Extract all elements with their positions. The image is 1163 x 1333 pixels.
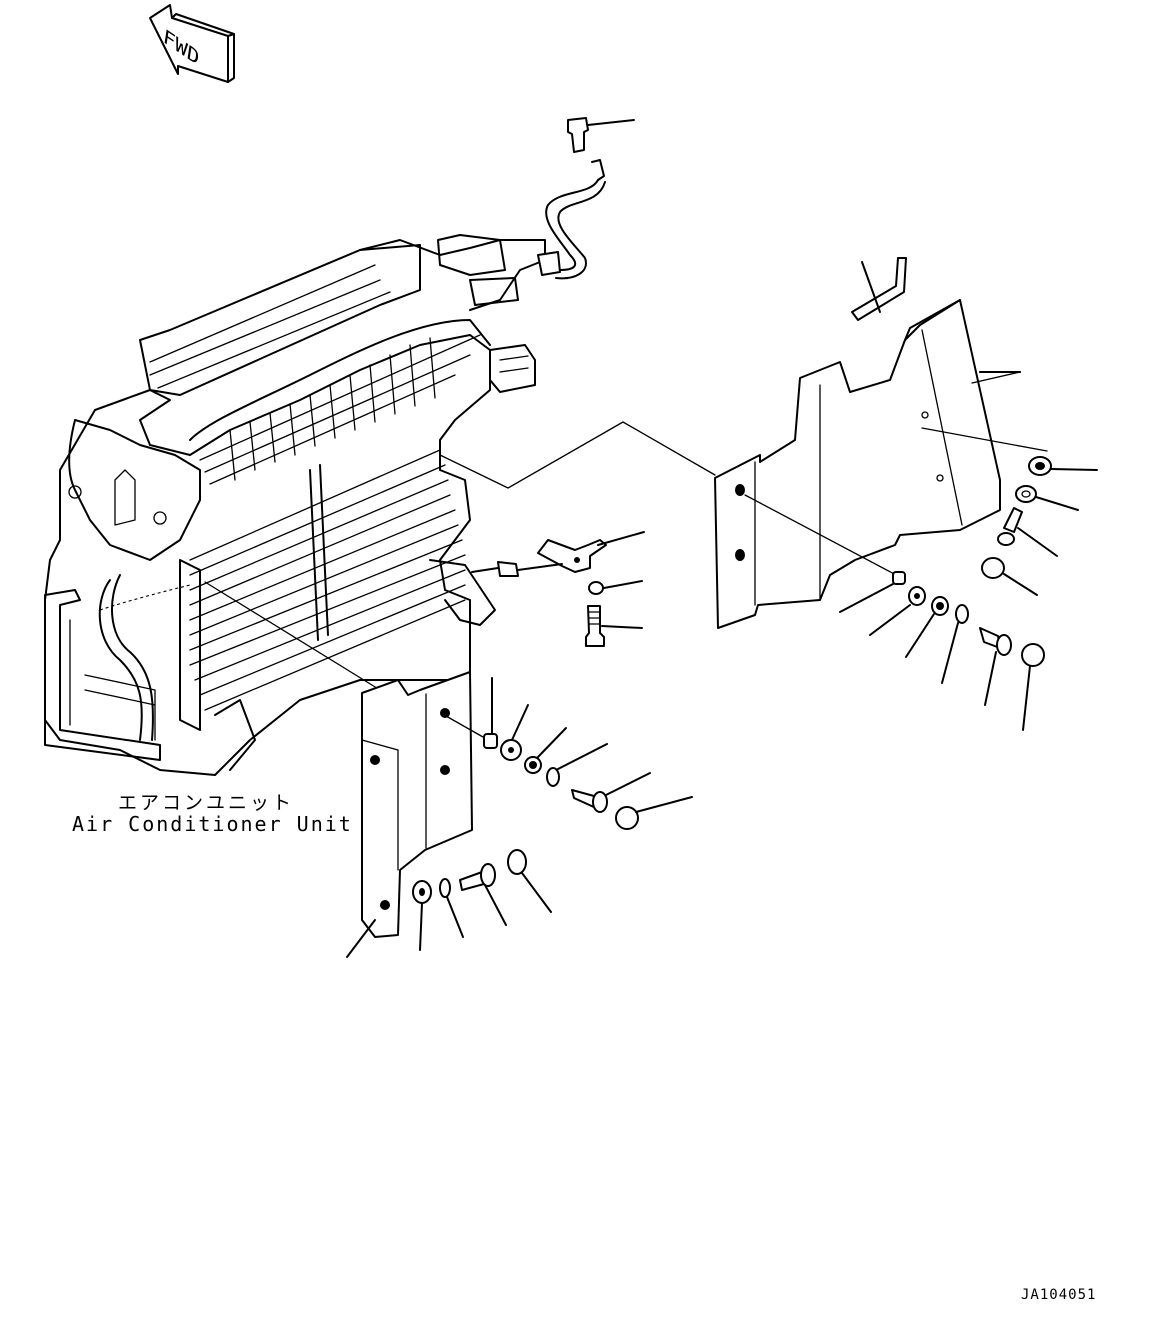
lower-fasteners	[412, 677, 693, 951]
right-fasteners	[839, 456, 1098, 731]
sensor-bracket	[471, 531, 645, 647]
drain-hose-drawing	[537, 117, 635, 280]
component-label-english: Air Conditioner Unit	[72, 812, 353, 836]
component-label-japanese: エアコンユニット	[118, 792, 295, 814]
lower-cover-plate	[204, 581, 484, 958]
right-cover-plate	[439, 257, 1048, 629]
fwd-arrow-icon	[149, 4, 235, 83]
drawing-number: JA104051	[1021, 1287, 1097, 1303]
air-conditioner-unit-drawing	[44, 234, 546, 776]
